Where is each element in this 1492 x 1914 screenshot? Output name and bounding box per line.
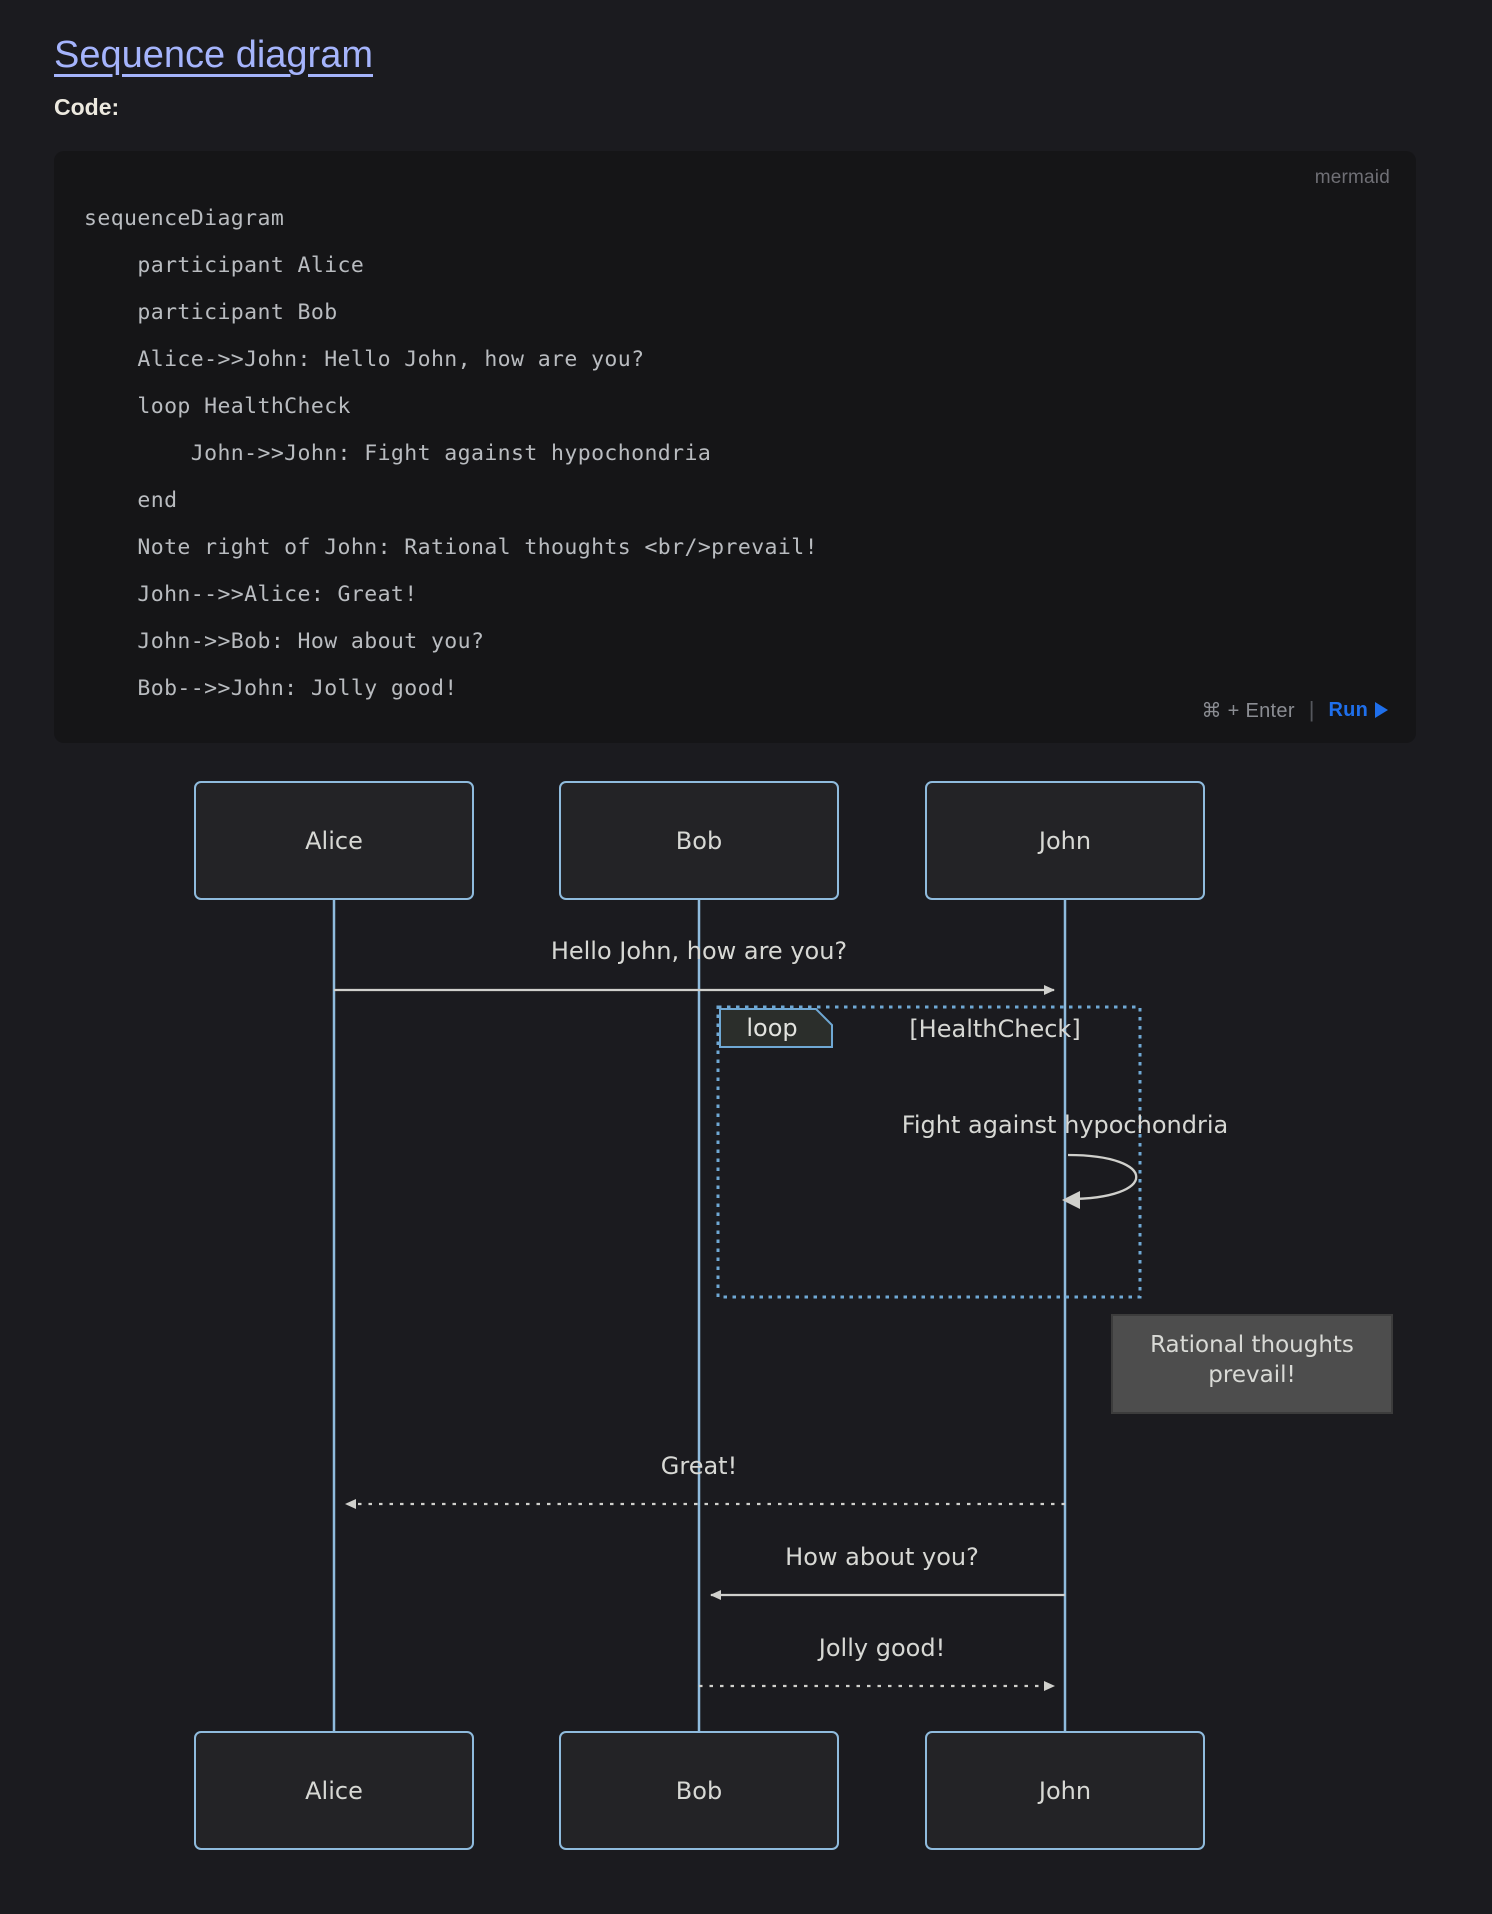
loop-frame <box>716 1005 1142 1299</box>
message-m4: How about you? <box>710 1543 1065 1601</box>
actor-top-bob-label: Bob <box>676 827 722 855</box>
message-m5-label: Jolly good! <box>817 1634 945 1662</box>
actor-top-alice[interactable]: Alice <box>194 781 474 901</box>
code-language-label: mermaid <box>1314 167 1390 189</box>
page-title-link[interactable]: Sequence diagram <box>54 34 373 76</box>
actor-bottom-john-label: John <box>1037 1777 1091 1805</box>
run-button-label: Run <box>1328 698 1368 721</box>
run-shortcut-hint: ⌘ + Enter <box>1201 699 1295 722</box>
code-editor-content[interactable]: sequenceDiagram participant Alice partic… <box>84 206 818 702</box>
message-m2-self-arrow <box>1067 1154 1138 1201</box>
actor-bottom-alice-label: Alice <box>305 1777 363 1805</box>
message-m2-label: Fight against hypochondria <box>902 1111 1228 1139</box>
note-line-1: Rational thoughts <box>1150 1332 1354 1358</box>
actor-top-bob[interactable]: Bob <box>559 781 839 901</box>
run-button[interactable]: Run <box>1329 699 1388 722</box>
actor-top-alice-label: Alice <box>305 827 363 855</box>
message-m5: Jolly good! <box>699 1634 1055 1692</box>
code-block-card[interactable]: mermaid sequenceDiagram participant Alic… <box>54 151 1416 744</box>
loop-block: loop [HealthCheck] Fight against hypocho… <box>716 1005 1228 1299</box>
note-line-2: prevail! <box>1208 1362 1295 1388</box>
message-m1: Hello John, how are you? <box>334 937 1055 996</box>
message-m2-arrowhead <box>1062 1191 1080 1210</box>
loop-tag-shape <box>719 1008 833 1049</box>
footer-divider: | <box>1308 697 1315 723</box>
actor-bottom-bob[interactable]: Bob <box>559 1731 839 1851</box>
sequence-diagram-svg: Alice Bob John Hello John, how are you? … <box>194 781 1393 1851</box>
loop-tag-label: loop <box>746 1014 797 1042</box>
message-m1-label: Hello John, how are you? <box>551 937 847 965</box>
note-box <box>1111 1314 1393 1415</box>
note-right-of-john: Rational thoughts prevail! <box>1111 1314 1393 1415</box>
actor-bottom-john[interactable]: John <box>925 1731 1205 1851</box>
message-m4-label: How about you? <box>785 1543 979 1571</box>
actor-top-john-label: John <box>1037 827 1091 855</box>
sequence-diagram-render: Alice Bob John Hello John, how are you? … <box>54 769 1416 1859</box>
actor-top-john[interactable]: John <box>925 781 1205 901</box>
code-section-label: Code: <box>54 94 120 121</box>
loop-condition-label: [HealthCheck] <box>909 1015 1080 1043</box>
play-triangle-icon <box>1375 702 1388 719</box>
actor-bottom-bob-label: Bob <box>676 1777 722 1805</box>
message-m3: Great! <box>345 1452 1065 1510</box>
actor-bottom-alice[interactable]: Alice <box>194 1731 474 1851</box>
code-footer: ⌘ + Enter | Run <box>1201 697 1388 723</box>
message-m3-label: Great! <box>661 1452 737 1480</box>
